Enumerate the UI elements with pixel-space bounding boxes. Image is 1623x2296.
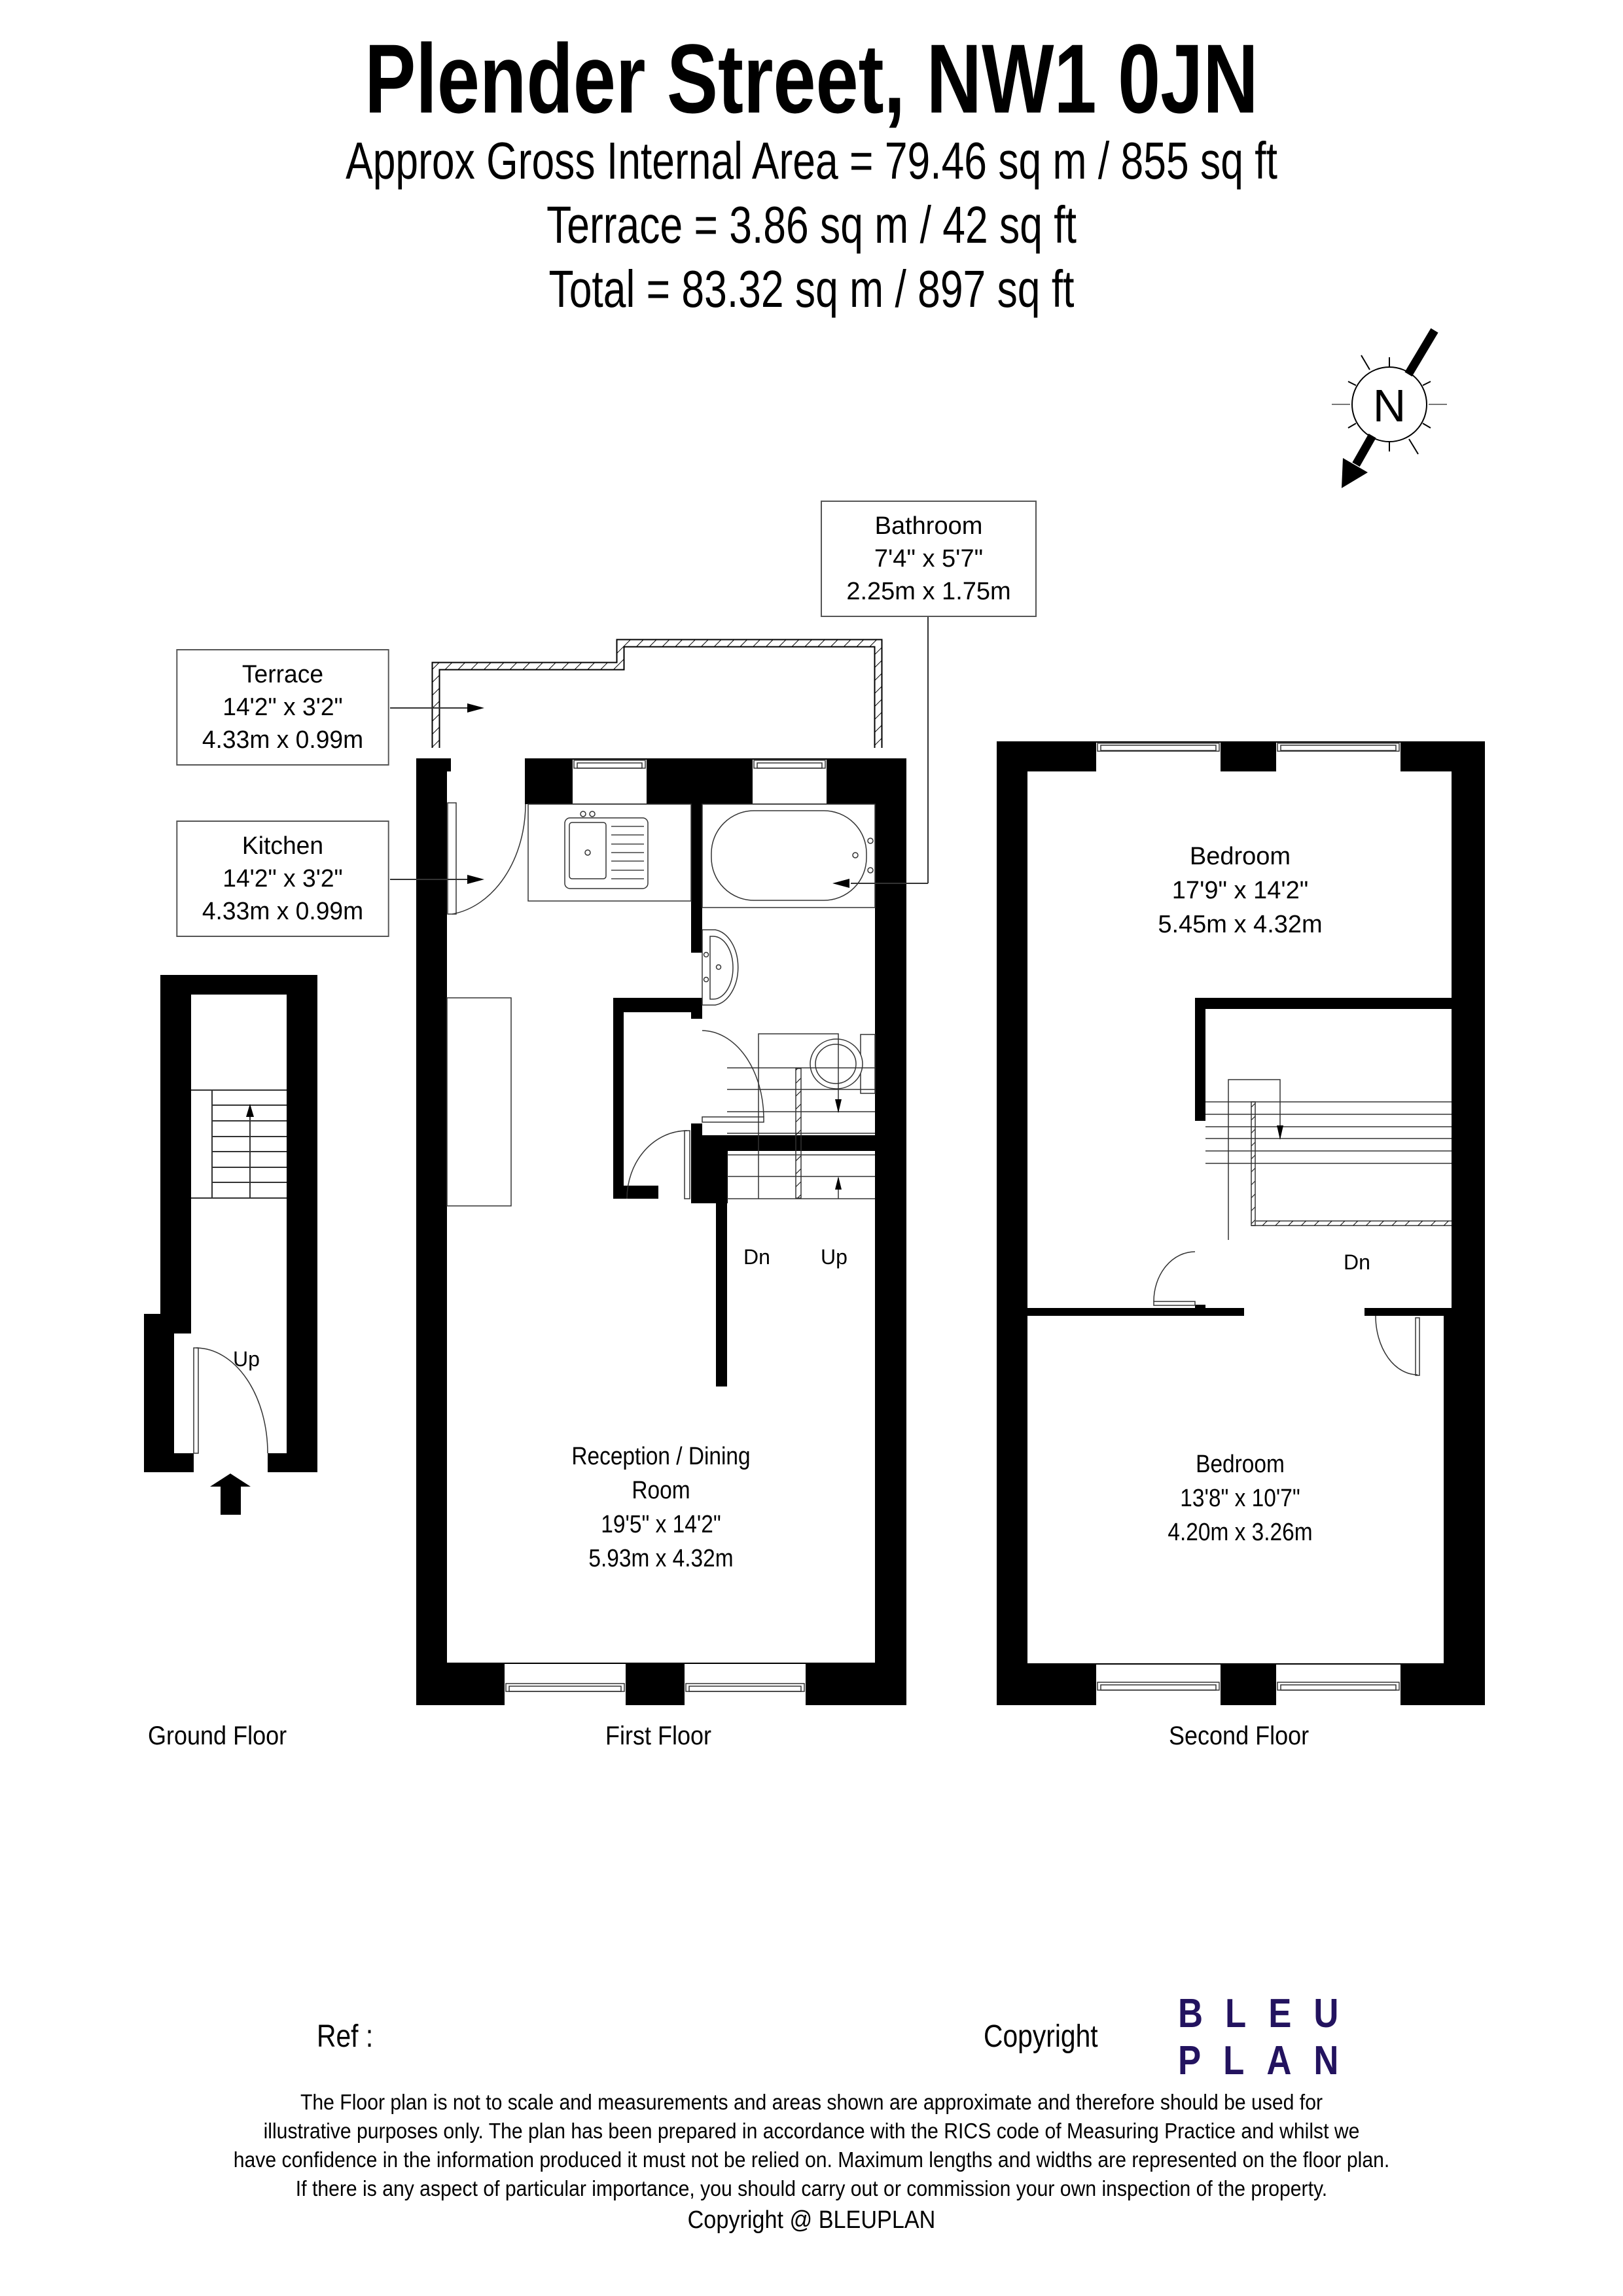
reception-name-line2: Room: [632, 1477, 690, 1504]
callout-kitchen: Kitchen 14'2" x 3'2" 4.33m x 0.99m: [176, 821, 389, 937]
compass-north-letter: N: [1372, 380, 1406, 431]
disclaimer-line: The Floor plan is not to scale and measu…: [300, 2091, 1323, 2115]
bedroom-1-name: Bedroom: [1189, 843, 1291, 870]
bedroom-1-metric: 5.45m x 4.32m: [1158, 911, 1323, 938]
reference-label: Ref :: [317, 2019, 374, 2054]
bedroom-2-metric: 4.20m x 3.26m: [1168, 1519, 1313, 1546]
reception-metric: 5.93m x 4.32m: [588, 1545, 734, 1572]
gross-internal-area: Approx Gross Internal Area = 79.46 sq m …: [346, 132, 1277, 190]
callout-terrace-name: Terrace: [241, 661, 324, 688]
room-label-reception: Reception / Dining Room 19'5" x 14'2" 5.…: [482, 1439, 840, 1576]
callout-bathroom: Bathroom 7'4" x 5'7" 2.25m x 1.75m: [821, 501, 1037, 617]
ground-floor-plan: [144, 975, 317, 1515]
copyright-line: Copyright @ BLEUPLAN: [687, 2206, 936, 2234]
floor-label-first: First Floor: [605, 1722, 711, 1750]
reception-name-line1: Reception / Dining: [571, 1443, 751, 1470]
disclaimer-line: If there is any aspect of particular imp…: [295, 2177, 1328, 2201]
floor-label-second: Second Floor: [1169, 1722, 1310, 1750]
logo-line-1: BLEU: [1178, 1991, 1361, 2036]
disclaimer-line: illustrative purposes only. The plan has…: [263, 2119, 1360, 2144]
first-floor-plan: [416, 639, 906, 1705]
room-label-bedroom-1: Bedroom 17'9" x 14'2" 5.45m x 4.32m: [1034, 839, 1446, 942]
room-label-bedroom-2: Bedroom 13'8" x 10'7" 4.20m x 3.26m: [1059, 1447, 1421, 1549]
stair-label-first-up: Up: [821, 1245, 847, 1269]
north-arrow-compass-icon: [1332, 328, 1447, 488]
callout-terrace-metric: 4.33m x 0.99m: [202, 726, 364, 754]
page-title: Plender Street, NW1 0JN: [365, 24, 1258, 133]
callout-kitchen-metric: 4.33m x 0.99m: [202, 898, 364, 925]
disclaimer-line: have confidence in the information produ…: [233, 2148, 1390, 2172]
callout-bathroom-imperial: 7'4" x 5'7": [874, 545, 984, 573]
bleuplan-logo: BLEU PLAN: [1178, 1990, 1361, 2085]
second-floor-plan: [997, 741, 1485, 1705]
copyright-label: Copyright: [984, 2019, 1098, 2054]
bedroom-2-name: Bedroom: [1196, 1451, 1285, 1478]
callout-bathroom-metric: 2.25m x 1.75m: [846, 578, 1011, 605]
total-area: Total = 83.32 sq m / 897 sq ft: [548, 260, 1075, 318]
bedroom-1-imperial: 17'9" x 14'2": [1171, 877, 1309, 904]
callout-kitchen-name: Kitchen: [241, 832, 324, 860]
stair-label-first-dn: Dn: [743, 1245, 770, 1269]
bedroom-2-imperial: 13'8" x 10'7": [1180, 1485, 1300, 1512]
logo-line-2: PLAN: [1178, 2038, 1361, 2083]
floor-label-ground: Ground Floor: [148, 1722, 287, 1750]
stair-label-second-dn: Dn: [1344, 1250, 1370, 1274]
stair-label-ground-up: Up: [233, 1347, 260, 1371]
terrace-area: Terrace = 3.86 sq m / 42 sq ft: [546, 196, 1077, 254]
callout-bathroom-name: Bathroom: [874, 512, 983, 540]
callout-terrace-imperial: 14'2" x 3'2": [223, 694, 343, 721]
entrance-arrow-icon: [210, 1474, 251, 1515]
reception-imperial: 19'5" x 14'2": [601, 1511, 721, 1538]
callout-leaders: [390, 616, 929, 884]
callout-terrace: Terrace 14'2" x 3'2" 4.33m x 0.99m: [176, 649, 389, 766]
disclaimer-text: The Floor plan is not to scale and measu…: [81, 2089, 1542, 2236]
callout-kitchen-imperial: 14'2" x 3'2": [223, 865, 343, 892]
